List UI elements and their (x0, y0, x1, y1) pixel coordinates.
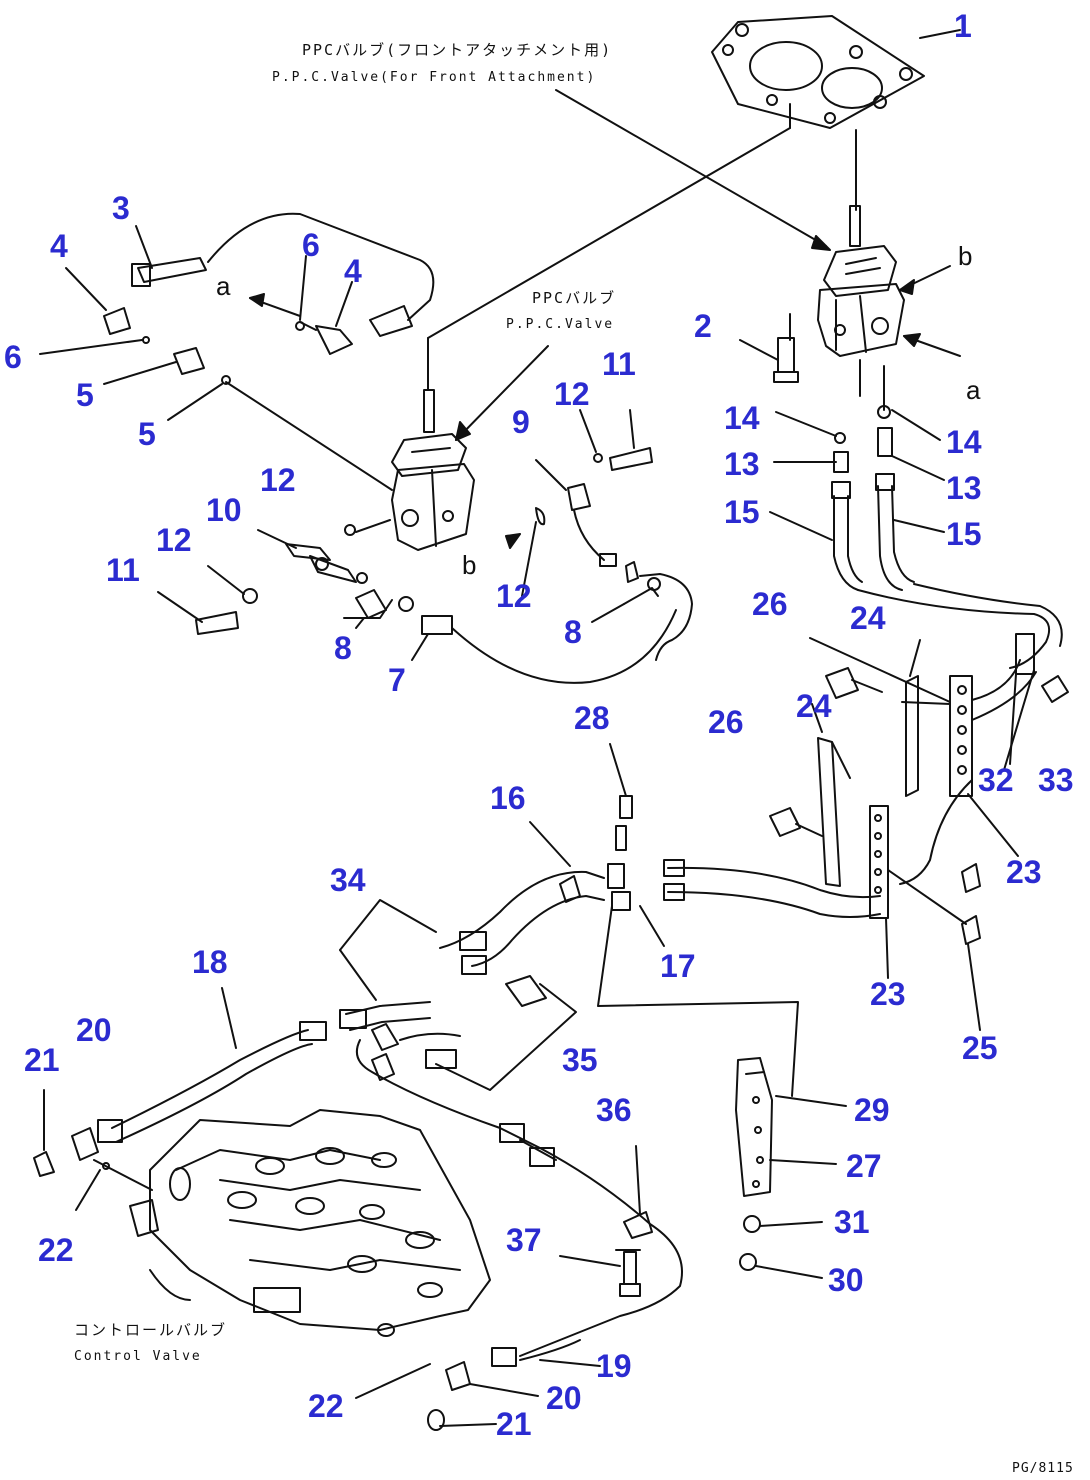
fittings-left (33, 1089, 110, 1211)
callout-34: 34 (330, 862, 366, 898)
callout-5-upper: 5 (76, 377, 94, 413)
callout-24-lower: 24 (796, 688, 832, 724)
callout-29: 29 (854, 1092, 890, 1128)
callout-13-left: 13 (724, 446, 760, 482)
hose-19 (355, 1123, 683, 1431)
callout-23-lower: 23 (870, 976, 906, 1012)
ref-b-mid: b (462, 550, 477, 580)
callout-27: 27 (846, 1148, 882, 1184)
ppc-valve (391, 337, 475, 551)
callout-15-right: 15 (946, 516, 982, 552)
callout-33: 33 (1038, 762, 1074, 798)
ref-a-right: a (966, 375, 981, 405)
callout-21-lower: 21 (496, 1406, 532, 1442)
callout-21-left: 21 (24, 1042, 60, 1078)
callout-31: 31 (834, 1204, 870, 1240)
callout-12-bottom: 12 (496, 578, 532, 614)
callout-9: 9 (512, 404, 530, 440)
mounting-plate (711, 15, 925, 129)
callout-37: 37 (506, 1222, 542, 1258)
callout-14-right: 14 (946, 424, 982, 460)
control-valve-label-en: Control Valve (74, 1349, 202, 1364)
callout-5-lower: 5 (138, 416, 156, 452)
ppc-label-jp: PPCバルブ (532, 289, 617, 307)
hoses-34 (339, 899, 577, 1129)
callout-14-left: 14 (724, 400, 760, 436)
callout-16: 16 (490, 780, 526, 816)
bolt-26-lower (769, 807, 823, 837)
callout-11-right: 11 (602, 346, 636, 382)
callout-8-right: 8 (564, 614, 582, 650)
ppc-front-label-en: P.P.C.Valve(For Front Attachment) (272, 70, 597, 85)
hose-18 (97, 987, 327, 1143)
callout-20-left: 20 (76, 1012, 112, 1048)
bracket-27 (735, 1057, 847, 1279)
callout-26-upper: 26 (752, 586, 788, 622)
callout-7: 7 (388, 662, 406, 698)
callout-10: 10 (206, 492, 242, 528)
callout-36: 36 (596, 1092, 632, 1128)
callout-26-lower: 26 (708, 704, 744, 740)
callout-35: 35 (562, 1042, 598, 1078)
callout-24-upper: 24 (850, 600, 886, 636)
callout-12-mid: 12 (156, 522, 192, 558)
left-fittings-top (39, 212, 435, 491)
callout-1: 1 (954, 8, 972, 44)
callout-13-right: 13 (946, 470, 982, 506)
hoses-center (439, 795, 881, 967)
callout-12-top: 12 (554, 376, 590, 412)
callout-22-left: 22 (38, 1232, 74, 1268)
callout-20-lower: 20 (546, 1380, 582, 1416)
callout-17: 17 (660, 948, 696, 984)
callout-6-left: 6 (4, 339, 22, 375)
ppc-label-en: P.P.C.Valve (506, 317, 615, 332)
callout-19: 19 (596, 1348, 632, 1384)
callout-32: 32 (978, 762, 1014, 798)
clamp-25 (887, 863, 981, 1031)
control-valve-label-jp: コントロールバルブ (74, 1321, 228, 1339)
callout-2: 2 (694, 308, 712, 344)
callout-6-right: 6 (302, 227, 320, 263)
callout-3: 3 (112, 190, 130, 226)
fittings-right (831, 359, 1063, 669)
callout-11-left: 11 (106, 552, 140, 588)
bracket-block-23 (899, 633, 1069, 885)
ref-a-left: a (216, 271, 231, 301)
callout-18: 18 (192, 944, 228, 980)
drawing-code: PG/8115 (1012, 1461, 1074, 1476)
callout-15-left: 15 (724, 494, 760, 530)
ppc-front-label-jp: PPCバルブ(フロントアタッチメント用) (302, 41, 613, 59)
bracket-24-lower (817, 737, 889, 979)
ppc-valve-front (817, 205, 905, 357)
callout-23-right: 23 (1006, 854, 1042, 890)
callout-4-right: 4 (344, 253, 362, 289)
mid-fittings (157, 409, 693, 684)
control-valve (129, 1109, 491, 1337)
callout-8-left: 8 (334, 630, 352, 666)
ref-b-right: b (958, 241, 973, 271)
callout-30: 30 (828, 1262, 864, 1298)
callout-4-left: 4 (50, 228, 68, 264)
bolt-26-upper (825, 667, 883, 699)
bolt-2 (739, 337, 799, 383)
callout-25: 25 (962, 1030, 998, 1066)
callout-28: 28 (574, 700, 610, 736)
callout-22-lower: 22 (308, 1388, 344, 1424)
callout-12-left: 12 (260, 462, 296, 498)
